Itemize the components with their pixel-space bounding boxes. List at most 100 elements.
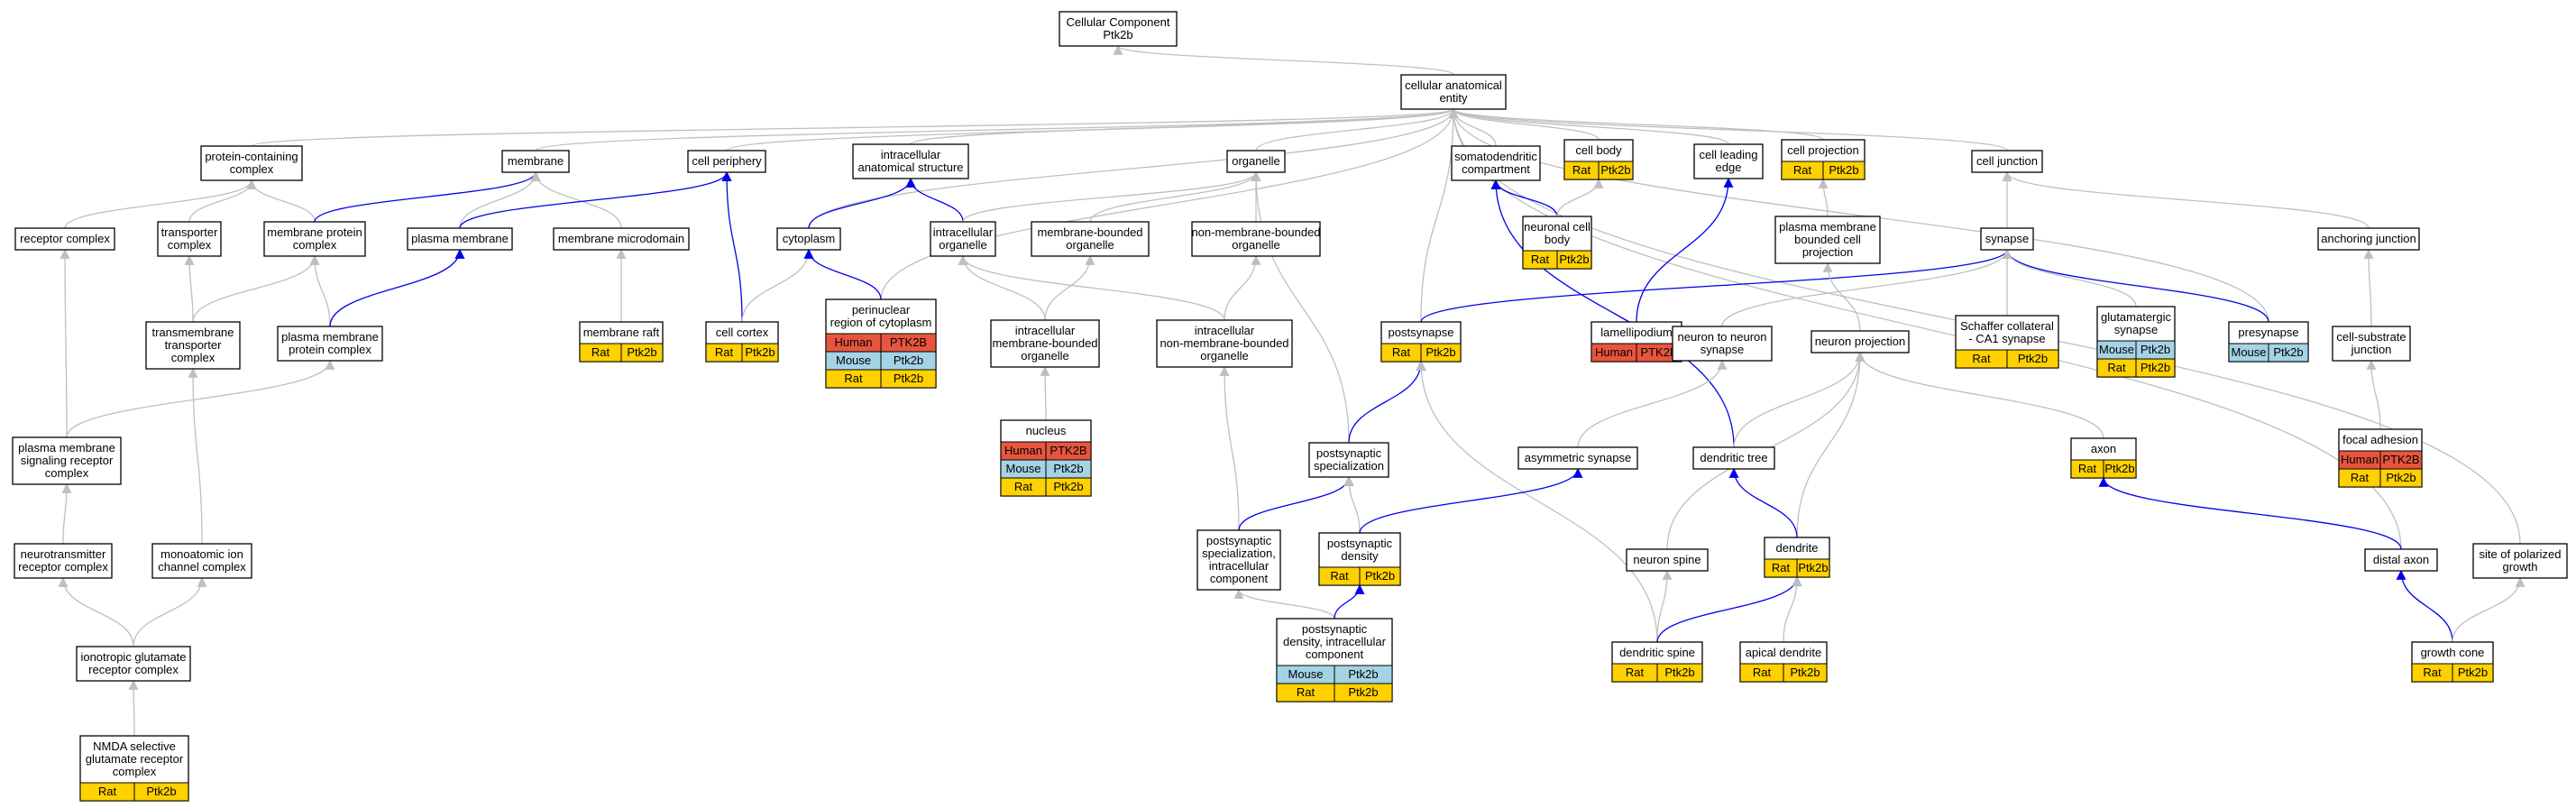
edge-is-a-ccortex-cyto [741,248,814,323]
gene-cell [1796,558,1830,578]
edge-is-a-psd-pss [1343,475,1361,534]
node-box [1156,319,1293,368]
node-syn[interactable]: synapse [1980,227,2034,251]
node-daxon[interactable]: distal axon [2364,548,2438,572]
edge-is-a-nproj-pmbcp [1822,262,1861,332]
edge-part-of-lam-cle [1636,177,1734,323]
node-pssic[interactable]: postsynapticspecialization,intracellular… [1196,529,1281,591]
node-box [990,319,1100,368]
edge-is-a-inmbo-io [958,254,1225,321]
node-box [76,646,191,682]
edge-is-a-mic-tmtc [188,367,203,545]
node-box [2317,227,2420,251]
node-label: receptor complex [20,232,110,245]
species-label: Rat [1531,252,1550,266]
node-box [1059,11,1178,47]
edge-part-of-dspine-dend [1656,575,1802,643]
gene-cell [2379,468,2423,488]
node-aj[interactable]: anchoring junction [2317,227,2420,251]
node-nproj[interactable]: neuron projection [1811,330,1910,354]
species-label: Rat [1772,561,1791,574]
edge-is-a-tc-pcc [188,179,257,223]
node-inmbo[interactable]: intracellularnon-membrane-boundedorganel… [1156,319,1293,368]
node-org[interactable]: organelle [1226,150,1286,173]
node-pm[interactable]: plasma membrane [407,227,513,251]
node-mm[interactable]: membrane microdomain [553,227,690,251]
edge-part-of-cyto-ias [808,177,916,229]
node-label: organelle [1200,349,1249,363]
species-label: Rat [2423,666,2442,679]
node-cj[interactable]: cell junction [1971,150,2043,173]
node-nspine[interactable]: neuron spine [1626,548,1709,572]
node-label: distal axon [2373,553,2429,566]
species-label: Rat [1972,352,1991,365]
node-box [1226,150,1286,173]
gene-symbol: Ptk2b [2141,361,2170,374]
node-label: Cellular Component [1067,15,1170,29]
node-box [930,221,996,257]
edge-is-a-gcone-spg [2452,576,2526,643]
gene-symbol: Ptk2b [1664,666,1694,679]
node-label: specialization, [1202,546,1276,560]
species-label: Rat [1753,666,1772,679]
node-box [2472,543,2568,579]
edge-is-a-glut-syn [2002,248,2137,308]
edge-is-a-n2n-syn [1721,248,2012,327]
node-cyto[interactable]: cytoplasm [776,227,841,251]
node-label: protein-containing [205,150,298,163]
node-label: lamellipodium [1600,326,1672,339]
edge-is-a-tmtc-mpc [192,254,320,323]
node-box [200,145,303,181]
node-label: organelle [1021,349,1069,363]
node-mem[interactable]: membrane [501,150,570,173]
node-rc[interactable]: receptor complex [14,227,115,251]
node-asyn[interactable]: asymmetric synapse [1517,446,1638,470]
node-dtree[interactable]: dendritic tree [1692,446,1775,470]
node-cper[interactable]: cell periphery [687,150,766,173]
